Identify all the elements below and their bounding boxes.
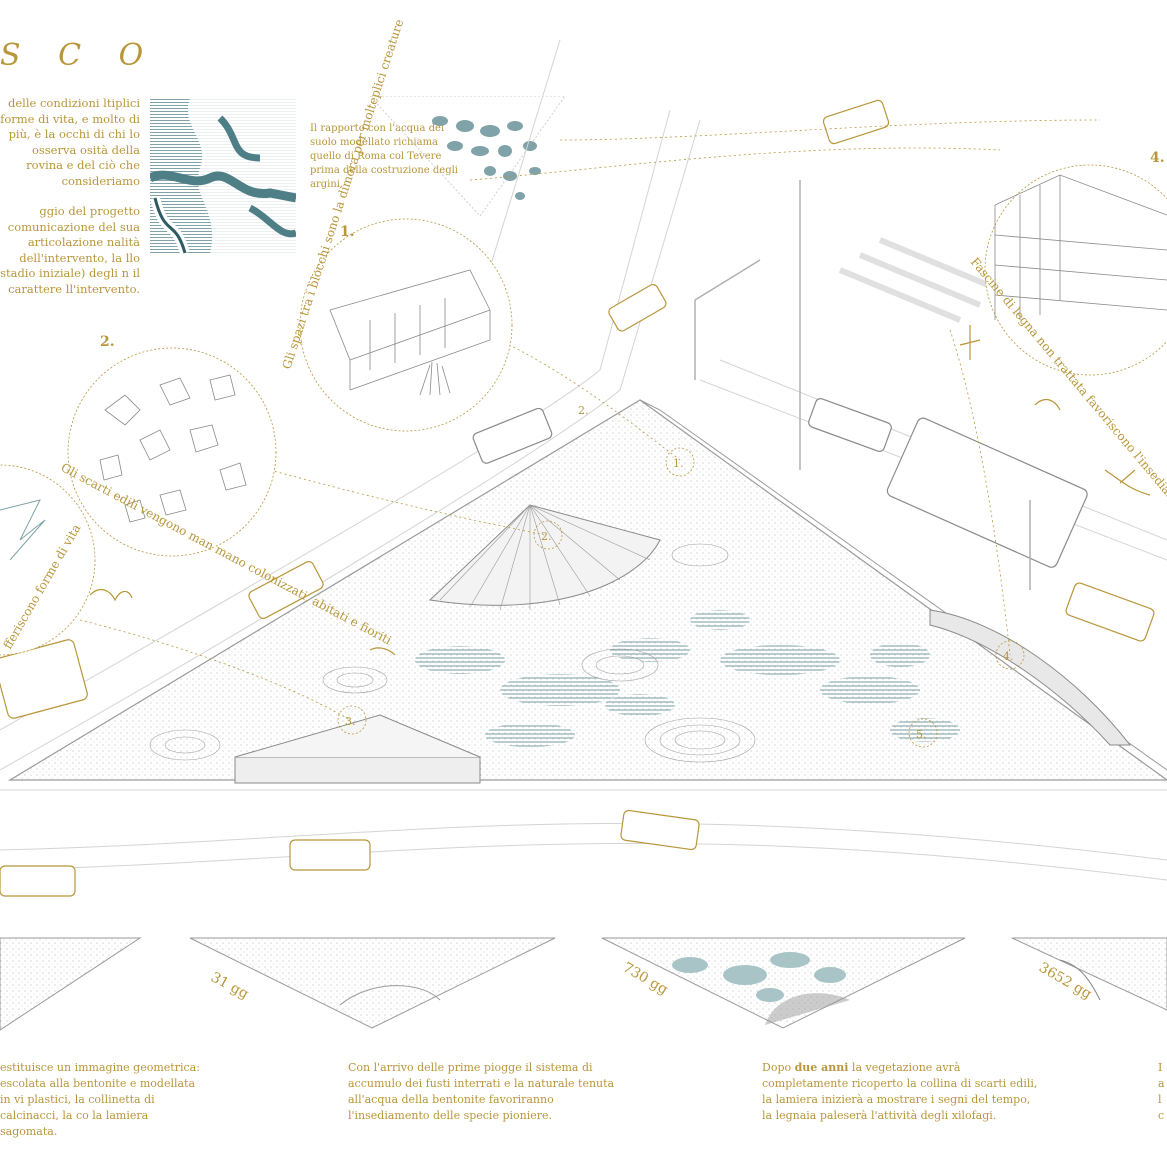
caption-stage-2-pre: Dopo [762,1061,795,1074]
callout-number-4: 4. [1150,150,1165,166]
map-marker-3: 3. [345,715,356,728]
car [822,99,890,145]
car [808,398,892,452]
stages-strip: 31 gg 730 gg 3652 gg [0,937,1167,1031]
callout-number-1: 1. [340,224,355,240]
wood-ramp [929,609,1132,746]
caption-stage-2-bold: due anni [794,1061,849,1074]
page-title: S C O [0,38,158,73]
callout-circle-4 [984,164,1167,376]
stage-triangle-0 [0,937,142,1031]
caption-stage-2: Dopo due anni la vegetazione avrà comple… [762,1060,1042,1124]
bus [886,417,1088,568]
tiber-map-inset [150,98,296,254]
car [472,407,553,464]
axonometric-plan: Gli spazi tra i blocchi sono la dimora p… [0,17,1167,897]
map-marker-4: 4. [1003,650,1014,663]
car [289,839,371,871]
caption-stage-0: estituisce un immagine geometrica: escol… [0,1061,200,1138]
stage-triangle-1 [189,937,556,1029]
callout-circle-1 [299,218,513,432]
caption-stage-1: Con l'arrivo delle prime piogge il siste… [348,1061,615,1122]
car [608,283,667,332]
intro-text: delle condizioni ltiplici forme di vita,… [0,96,140,297]
map-marker-1: 1. [673,457,684,470]
car [248,561,324,619]
map-marker-2: 2. [541,530,552,543]
intro-paragraph-1: delle condizioni ltiplici forme di vita,… [0,96,140,188]
callout-number-2: 2. [100,334,115,350]
pools-inset [370,96,565,216]
stage-triangle-3 [1011,937,1167,1011]
sheet-metal-wall [234,756,481,784]
callout-circle-3 [0,464,96,656]
caption-stage-2-post: la vegetazione avrà completamente ricope… [762,1061,1038,1122]
caption-stage-3: I a l c [1158,1061,1165,1122]
rome-note: Il rapporto con l'acqua del suolo modell… [310,123,458,190]
map-marker-2b: 2. [578,404,589,417]
stage-label-31: 31 gg [208,969,251,1002]
water-pools [415,610,960,747]
car [1065,582,1155,642]
car [0,865,76,897]
car [620,809,700,851]
map-marker-5: 5. [916,728,927,741]
intro-paragraph-2: ggio del progetto comunicazione del sua … [0,204,140,296]
